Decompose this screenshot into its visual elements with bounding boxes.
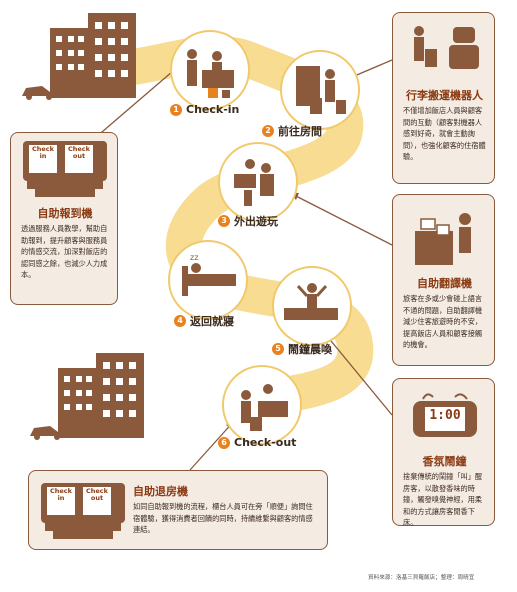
checkin-desk-icon	[170, 30, 250, 110]
translator-title: 自助翻譯機	[417, 277, 472, 290]
svg-text:zz: zz	[190, 253, 198, 262]
source-credit: 資料來源：洛基三貝羅飯店；整理：周晴宜	[368, 575, 475, 581]
alarm-display: 1:00	[429, 408, 461, 423]
checkin-machine-card: Check in Check out 自助報到機 透過服務人員教學，幫助自助報到…	[10, 132, 118, 305]
alarm-card: 1:00 香氛鬧鐘 捨棄傳統的鬧鐘「叫」醒房客，以散發香味的時鐘，觸發嗅覺神經，…	[392, 378, 495, 527]
kiosk-screen-checkin: Check in	[32, 145, 54, 160]
checkout-kiosk-icon	[41, 483, 125, 539]
translator-card: 自助翻譯機 旅客在多或少會碰上語言不通的問題，自助翻譯機減少住客旅遊時的不安，提…	[392, 194, 495, 366]
luggage-robot-card: 行李搬運機器人 不僅增加飯店人員與顧客間的互動（顧客對機器人感到好奇，就會主動詢…	[392, 12, 495, 184]
luggage-robot-title: 行李搬運機器人	[406, 89, 483, 102]
checkout-icon	[222, 365, 302, 445]
checkin-machine-title: 自助報到機	[37, 207, 93, 220]
alarm-clock-icon	[413, 393, 477, 437]
alarm-text: 捨棄傳統的鬧鐘「叫」醒房客，以散發香味的時鐘，觸發嗅覺神經，用柔和的方式讓房客閒…	[403, 472, 483, 527]
translator-icon	[415, 213, 471, 265]
hotel-building-icon-2	[30, 353, 144, 440]
checkout-kiosk-screen-checkin: Check in	[50, 487, 72, 502]
checkin-machine-text: 透過服務人員教學，幫助自助報到，提升顧客與服務員的情感交流，加深對飯店的認同感之…	[21, 224, 108, 279]
alarm-title: 香氛鬧鐘	[422, 455, 467, 468]
checkout-machine-text: 如同自助報到機的流程，櫃台人員可在旁「順便」詢問住宿體驗，獲得消費者回饋的同時，…	[133, 502, 313, 534]
kiosk-screen-checkout: Check out	[68, 145, 90, 160]
hotel-building-icon	[22, 13, 136, 100]
checkout-machine-title: 自助退房機	[133, 485, 188, 498]
luggage-robot-text: 不僅增加飯店人員與顧客間的互動（顧客對機器人感到好奇，就會主動詢問），也強化顧客…	[403, 106, 486, 161]
kiosk-icon	[23, 141, 107, 197]
checkout-machine-card: Check in Check out 自助退房機 如同自助報到機的流程，櫃台人員…	[28, 470, 328, 550]
wake-up-icon	[272, 266, 352, 346]
checkout-kiosk-screen-checkout: Check out	[86, 487, 108, 502]
sleeping-icon: zz	[168, 240, 248, 320]
sightseeing-icon	[218, 142, 298, 222]
robot-icon	[414, 26, 479, 69]
room-door-icon	[280, 50, 360, 130]
translator-text: 旅客在多或少會碰上語言不通的問題，自助翻譯機減少住客旅遊時的不安，提高飯店人員和…	[403, 294, 483, 349]
